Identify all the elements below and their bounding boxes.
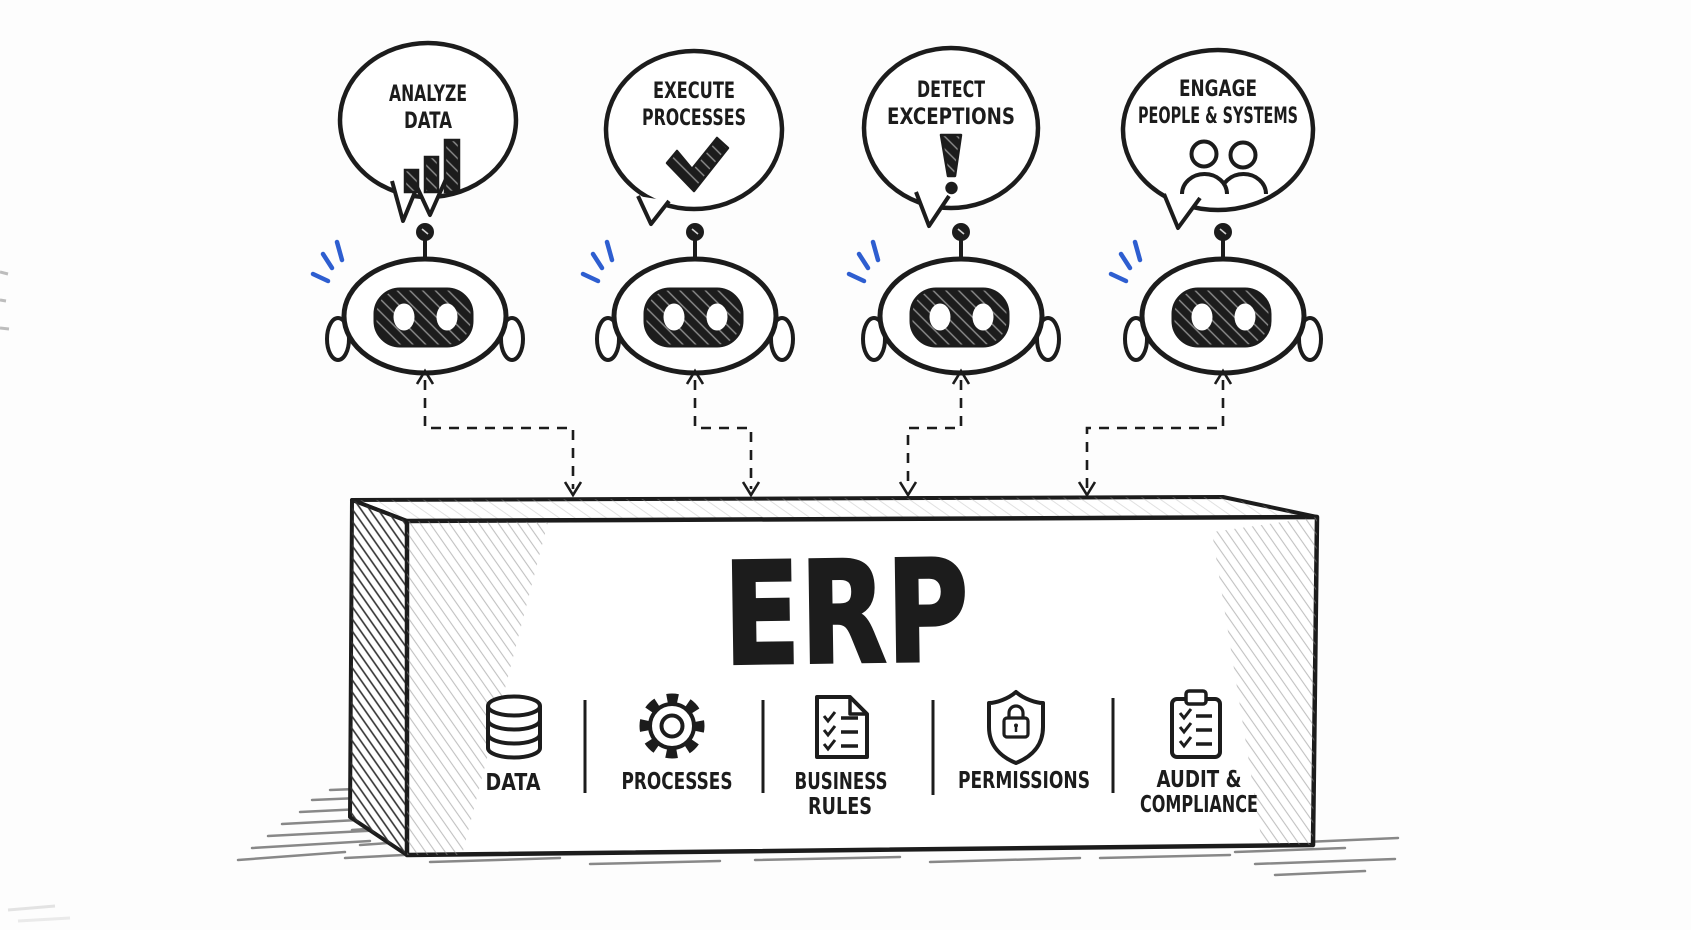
- shield-lock-icon: [987, 690, 1045, 765]
- erp-title: ERP: [722, 530, 969, 697]
- erp-item-data: DATA: [486, 694, 542, 796]
- arrow-up-icon: [685, 368, 705, 385]
- gear-icon: [639, 693, 705, 759]
- erp-item-label-line2: RULES: [808, 794, 872, 820]
- erp-box-left-face-hatch: [350, 500, 407, 855]
- erp-item-label-line1: AUDIT &: [1157, 767, 1242, 793]
- arrow-down-icon: [1077, 481, 1097, 498]
- erp-item-label: PERMISSIONS: [958, 768, 1090, 794]
- database-icon: [486, 694, 542, 760]
- erp-box: ERP DATA PROCESSES: [348, 495, 1320, 858]
- arrow-up-icon: [415, 368, 435, 385]
- exclamation-icon: [939, 133, 963, 195]
- bubble-line1: ENGAGE: [1179, 77, 1257, 102]
- erp-item-permissions: PERMISSIONS: [958, 690, 1090, 794]
- bubble-line1: EXECUTE: [653, 79, 735, 104]
- connector-robot1-to-erp: [415, 368, 583, 498]
- speech-bubble-analyze-data: ANALYZE DATA: [337, 40, 519, 223]
- bubble-outline: [861, 45, 1041, 211]
- erp-item-label: DATA: [486, 770, 541, 796]
- speech-bubble-engage-people-systems: ENGAGE PEOPLE & SYSTEMS: [1120, 47, 1316, 230]
- bubble-tail-fill: [638, 196, 669, 224]
- bubble-tail: [914, 191, 951, 228]
- robot-analyze-data: [313, 223, 523, 373]
- speech-bubble-execute-processes: EXECUTE PROCESSES: [603, 48, 785, 226]
- arrow-down-icon: [898, 481, 918, 498]
- robot-engage-people-systems: [1111, 223, 1321, 373]
- bubble-tail-fill: [916, 192, 949, 226]
- connector-robot2-to-erp: [685, 368, 761, 498]
- bubble-tail-fill: [1164, 194, 1200, 228]
- erp-item-label: PROCESSES: [622, 769, 733, 795]
- erp-item-label-line2: COMPLIANCE: [1140, 792, 1258, 818]
- bubble-line1: ANALYZE: [389, 82, 467, 107]
- bubble-line2: EXCEPTIONS: [887, 105, 1015, 130]
- front-face-right-shading: [1212, 517, 1317, 845]
- erp-item-processes: PROCESSES: [622, 693, 733, 795]
- erp-box-top-shading: [352, 497, 1317, 521]
- arrow-up-icon: [951, 368, 971, 385]
- connector-robot3-to-erp: [898, 368, 971, 498]
- erp-item-audit-compliance: AUDIT & COMPLIANCE: [1140, 689, 1258, 818]
- bubble-outline: [603, 48, 785, 212]
- check-icon: [665, 136, 730, 193]
- clipboard-checklist-icon: [1170, 689, 1222, 759]
- arrow-down-icon: [563, 481, 583, 498]
- sparkle-icon: [849, 242, 878, 281]
- erp-item-business-rules: BUSINESS RULES: [795, 695, 888, 820]
- bubble-outline: [1120, 47, 1316, 213]
- arrow-up-icon: [1213, 368, 1233, 385]
- sparkle-icon: [1111, 242, 1140, 281]
- bar-chart-icon: [403, 138, 461, 194]
- bubble-line2: DATA: [404, 109, 452, 134]
- bubble-line2: PEOPLE & SYSTEMS: [1138, 104, 1298, 129]
- sparkle-icon: [583, 242, 612, 281]
- bubble-line2: PROCESSES: [642, 106, 746, 131]
- robot-execute-processes: [583, 223, 793, 373]
- bubble-tail: [1162, 193, 1202, 230]
- connector-robot4-to-erp: [1077, 368, 1233, 498]
- document-checklist-icon: [815, 695, 869, 759]
- erp-item-dividers: [583, 698, 1115, 795]
- bubble-tail: [636, 195, 671, 226]
- bubble-line1: DETECT: [917, 78, 985, 103]
- robot-detect-exceptions: [849, 223, 1059, 373]
- edge-smudges: [0, 270, 71, 923]
- sparkle-icon: [313, 242, 342, 281]
- speech-bubble-detect-exceptions: DETECT EXCEPTIONS: [861, 45, 1041, 228]
- arrow-down-icon: [741, 481, 761, 498]
- front-face-left-shading: [407, 521, 548, 855]
- people-icon: [1180, 139, 1268, 195]
- erp-item-label-line1: BUSINESS: [795, 769, 888, 795]
